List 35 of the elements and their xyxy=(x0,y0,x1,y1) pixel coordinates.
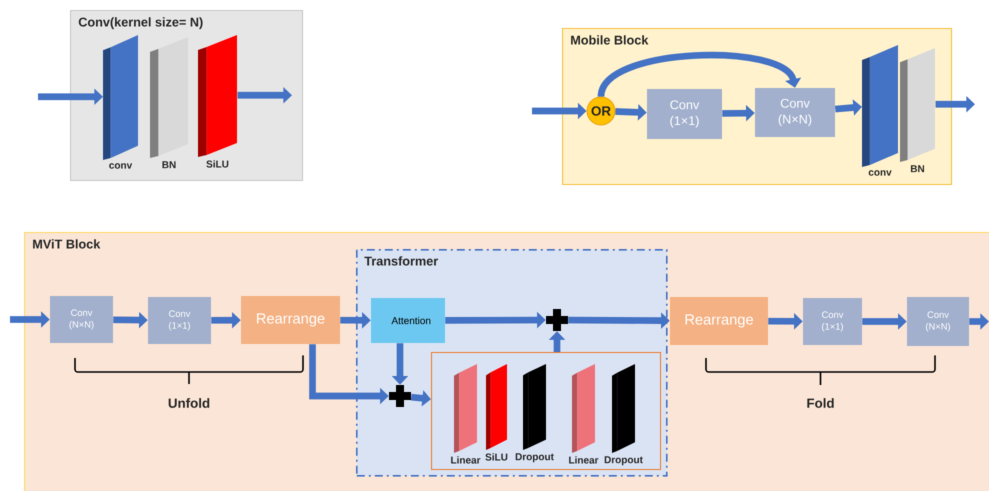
node-label: conv xyxy=(868,170,892,176)
group-frame xyxy=(431,352,662,470)
process-box: Conv (N×N) xyxy=(755,88,835,137)
node-label: Dropout xyxy=(516,453,554,462)
node-label: SiLU xyxy=(206,160,228,168)
process-box: Attention xyxy=(371,298,445,343)
process-box: Conv (1×1) xyxy=(647,89,722,139)
node-label: SiLU xyxy=(485,453,508,461)
layer-slab: SiLU xyxy=(485,364,508,461)
node-label: Dropout xyxy=(604,456,643,466)
plus-sign xyxy=(389,385,411,407)
bracket-label: Unfold xyxy=(168,398,210,408)
process-box: Conv (N×N) xyxy=(907,297,969,346)
bracket-label: Fold xyxy=(807,398,834,408)
layer-slab: SiLU xyxy=(198,35,237,168)
layer-slab: Linear xyxy=(451,364,480,464)
layer-slab: conv xyxy=(103,35,138,169)
layer-slab: BN xyxy=(150,37,188,168)
layer-slab: Dropout xyxy=(516,364,554,462)
layer-slab: BN xyxy=(900,48,935,172)
layer-slab: Dropout xyxy=(604,364,643,466)
process-box: Rearrange xyxy=(241,296,340,344)
node-label: Linear xyxy=(451,456,480,464)
layer-slab: Linear xyxy=(569,364,598,464)
arrow xyxy=(598,52,802,98)
plus-sign xyxy=(546,309,568,331)
node-label: BN xyxy=(910,165,924,172)
node-label: conv xyxy=(109,163,132,169)
layer-slab: conv xyxy=(862,45,898,176)
node-label: Linear xyxy=(569,456,598,464)
process-box: Conv (1×1) xyxy=(148,297,211,344)
process-box: Rearrange xyxy=(670,297,768,345)
process-box: Conv (N×N) xyxy=(50,296,113,343)
process-box: Conv (1×1) xyxy=(803,298,862,345)
node-label: BN xyxy=(162,161,176,168)
